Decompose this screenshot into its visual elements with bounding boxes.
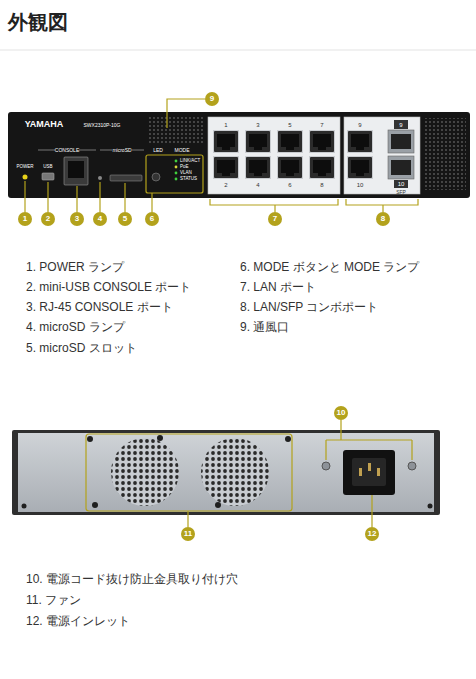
part-name: 7. LAN ポート xyxy=(240,281,316,293)
port-block xyxy=(208,117,340,194)
rear-panel xyxy=(12,430,440,515)
sd-slot xyxy=(110,175,142,181)
part-name: 8. LAN/SFP コンボポート xyxy=(240,301,378,313)
panel-label: USB xyxy=(43,165,52,170)
panel-label: CONSOLE xyxy=(55,148,79,153)
console-port xyxy=(64,157,88,185)
mode-button xyxy=(152,173,160,181)
part-name: 4. microSD ランプ xyxy=(26,321,125,333)
power-inlet xyxy=(352,458,386,486)
mode-led xyxy=(175,178,178,181)
sd-led xyxy=(98,176,102,180)
part-name: 9. 通風口 xyxy=(240,321,289,333)
port-number: 9 xyxy=(399,122,402,128)
callout-number: 2 xyxy=(46,215,50,223)
part-name: 11. ファン xyxy=(26,594,81,606)
switch-body xyxy=(8,112,470,198)
port-number: 4 xyxy=(256,182,259,188)
part-name: 10. 電源コード抜け防止金具取り付け穴 xyxy=(26,573,238,585)
usb-port xyxy=(42,173,54,180)
power-inlet xyxy=(343,450,395,495)
callout-circle xyxy=(181,406,379,541)
part-name: 2. mini-USB CONSOLE ポート xyxy=(26,281,191,293)
screw xyxy=(22,435,433,509)
port-number: 9 xyxy=(358,122,361,128)
port-number: 1 xyxy=(224,122,227,128)
led-label: VLAN xyxy=(180,171,192,176)
panel-label: MODE xyxy=(175,148,190,153)
clip-hole xyxy=(408,462,416,470)
switch-body xyxy=(12,430,440,515)
front-panel xyxy=(8,112,470,198)
sfp-cage xyxy=(388,120,414,188)
power-led xyxy=(23,175,28,180)
port-number: 7 xyxy=(320,122,323,128)
part-name: 12. 電源インレット xyxy=(26,615,130,627)
callout-number: 1 xyxy=(23,215,27,223)
brand-logo: YAMAHA xyxy=(25,120,64,129)
callout-number: 8 xyxy=(381,215,385,223)
mode-led xyxy=(175,160,178,163)
clip-hole xyxy=(322,462,330,470)
port-number: 2 xyxy=(224,182,227,188)
part-name: 3. RJ-45 CONSOLE ポート xyxy=(26,301,173,313)
panel-label: SFP xyxy=(396,189,406,194)
lan-port xyxy=(213,130,373,179)
fan-grille xyxy=(111,438,179,506)
mode-led xyxy=(175,172,178,175)
callout-number: 6 xyxy=(150,215,154,223)
callout-number: 12 xyxy=(368,530,377,538)
page-title: 外観図 xyxy=(8,12,68,32)
part-name: 6. MODE ボタンと MODE ランプ xyxy=(240,261,419,273)
callout-number: 5 xyxy=(123,215,127,223)
port-number: 8 xyxy=(320,182,323,188)
callout-number: 7 xyxy=(273,215,277,223)
vent xyxy=(424,118,466,190)
callout-number: 9 xyxy=(210,95,214,103)
port-number: 10 xyxy=(357,182,364,188)
leader-line xyxy=(25,99,418,212)
panel-label: microSD xyxy=(112,148,131,153)
leader-line xyxy=(86,420,412,527)
callout-number: 11 xyxy=(184,530,192,538)
console-port xyxy=(68,161,84,178)
port-number: 5 xyxy=(288,122,291,128)
mode-led xyxy=(175,166,178,169)
inlet-pin xyxy=(359,463,380,476)
port-number: 6 xyxy=(288,182,291,188)
port-number: 3 xyxy=(256,122,259,128)
callout-number: 3 xyxy=(75,215,79,223)
title-rule xyxy=(0,50,476,51)
panel-label: LED xyxy=(153,148,163,153)
fan-grille xyxy=(201,438,269,506)
vent xyxy=(148,115,204,143)
led-label: PoE xyxy=(180,165,189,170)
part-name: 1. POWER ランプ xyxy=(26,261,124,273)
led-label: STATUS xyxy=(180,177,197,182)
callout-number: 4 xyxy=(98,215,102,223)
led-label: LINK/ACT xyxy=(180,159,200,164)
port-number: 10 xyxy=(398,181,405,187)
panel-label: POWER xyxy=(16,165,33,170)
part-name: 5. microSD スロット xyxy=(26,342,137,354)
callout-circle xyxy=(18,92,390,226)
model-name: SWX2310P-10G xyxy=(84,123,121,128)
callout-number: 10 xyxy=(337,409,346,417)
port-block xyxy=(344,117,420,194)
